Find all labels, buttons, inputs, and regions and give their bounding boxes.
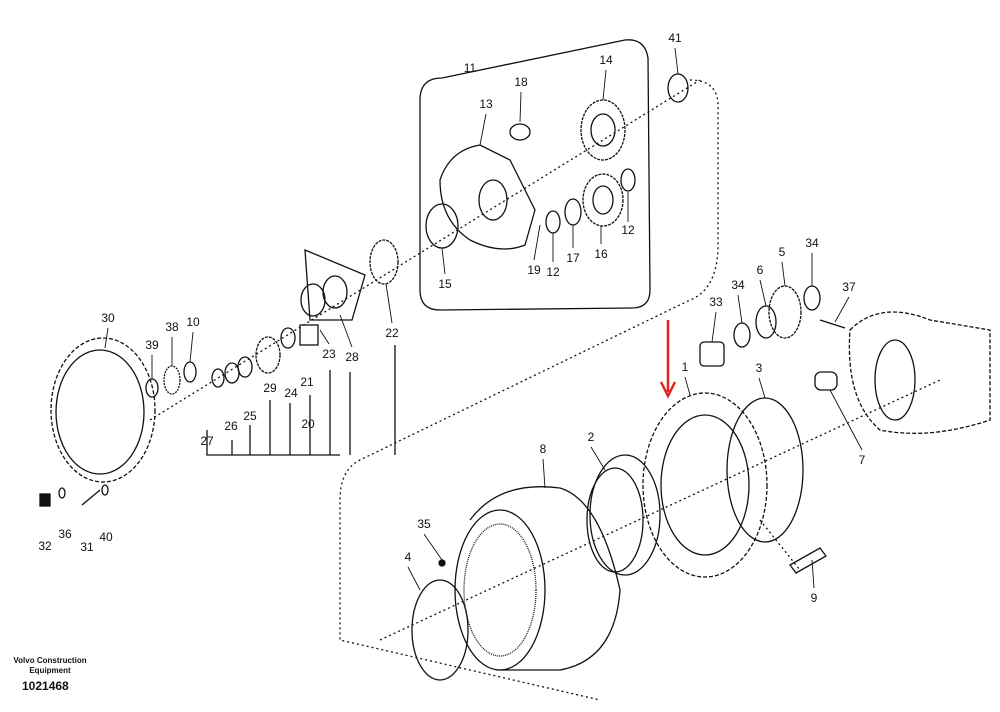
callout-41: 41 [668, 31, 682, 45]
callout-24: 24 [284, 386, 298, 400]
callout-31: 31 [80, 540, 94, 554]
part-18-pin [509, 123, 531, 141]
callout-30: 30 [101, 311, 115, 325]
part-31-bolt [81, 489, 101, 506]
part-32-plug [39, 493, 51, 507]
callout-6: 6 [756, 263, 764, 277]
part-22-gear [369, 239, 399, 285]
callout-22: 22 [385, 326, 399, 340]
leader-lines [104, 47, 863, 591]
callout-26: 26 [224, 419, 238, 433]
part-7-pin [814, 371, 838, 391]
hub-flange [848, 311, 991, 434]
callout-27: 27 [200, 434, 214, 448]
brand-line-1: Volvo Construction [13, 656, 87, 665]
part-34-washer [803, 285, 821, 311]
callout-9: 9 [810, 591, 818, 605]
callout-40: 40 [99, 530, 113, 544]
part-37-pin [819, 319, 846, 329]
part-8-housing [469, 486, 621, 671]
callout-16: 16 [594, 247, 608, 261]
document-number: 1021468 [22, 679, 69, 693]
callout-3: 3 [755, 361, 763, 375]
callout-17: 17 [566, 251, 580, 265]
callout-1: 1 [681, 360, 689, 374]
part-27-ring [211, 368, 225, 388]
part-9-bolt [789, 547, 827, 574]
callout-15: 15 [438, 277, 452, 291]
callout-33: 33 [709, 295, 723, 309]
callout-25: 25 [243, 409, 257, 423]
dotted-assembly-line [759, 519, 801, 571]
part-21-sleeve [299, 324, 319, 346]
callout-4: 4 [404, 550, 412, 564]
part-36-ring [58, 487, 66, 499]
callout-8: 8 [539, 442, 547, 456]
callout-7: 7 [858, 453, 866, 467]
callout-37: 37 [842, 280, 856, 294]
callout-10: 10 [186, 315, 200, 329]
part-1-flange [642, 392, 768, 578]
dotted-assembly-line [149, 79, 701, 421]
part-40-washer [101, 484, 109, 496]
callout-23: 23 [322, 347, 336, 361]
callout-20: 20 [301, 417, 315, 431]
callout-19: 19 [527, 263, 541, 277]
part-ring [300, 283, 326, 317]
part-2-bearing [589, 454, 661, 576]
part-17-bearing [564, 198, 582, 226]
callout-34b: 34 [731, 278, 745, 292]
part-10-washer [183, 361, 197, 383]
bracket-20 [206, 345, 396, 456]
callout-12: 12 [621, 223, 635, 237]
part-41-washer [667, 73, 689, 103]
callout-5: 5 [778, 245, 786, 259]
callout-11: 11 [463, 61, 477, 75]
highlight-arrowhead [659, 381, 677, 399]
part-25-washer [237, 356, 253, 378]
part-12-washer [620, 168, 636, 192]
part-16-gear [582, 173, 624, 227]
part-5-gear [768, 285, 802, 339]
callout-2: 2 [587, 430, 595, 444]
part-4-ring [411, 579, 469, 681]
part-23-plate [304, 248, 366, 321]
callout-39: 39 [145, 338, 159, 352]
part-13-planet-carrier [439, 144, 536, 250]
callout-14: 14 [599, 53, 613, 67]
callout-28: 28 [345, 350, 359, 364]
part-30-cover [50, 337, 156, 483]
callout-35: 35 [417, 517, 431, 531]
callout-29: 29 [263, 381, 277, 395]
part-35-plug [438, 559, 446, 567]
callout-12b: 12 [546, 265, 560, 279]
callout-32: 32 [38, 539, 52, 553]
dotted-assembly-line [339, 79, 719, 701]
callout-38: 38 [165, 320, 179, 334]
part-24-washer [280, 327, 296, 349]
part-38-gear [163, 365, 181, 395]
part-33-sleeve [699, 341, 725, 367]
part-34-washer [733, 322, 751, 348]
part-26-washer [224, 362, 240, 384]
callout-13: 13 [479, 97, 493, 111]
callout-36: 36 [58, 527, 72, 541]
part-12-washer [545, 210, 561, 234]
brand-line-2: Equipment [29, 666, 71, 675]
callout-21: 21 [300, 375, 314, 389]
part-6-bearing [755, 305, 777, 339]
part-29-gear [255, 336, 281, 374]
part-15-ring [425, 203, 459, 249]
callout-34: 34 [805, 236, 819, 250]
callout-18: 18 [514, 75, 528, 89]
brand-caption: Volvo Construction Equipment [10, 656, 90, 676]
part-3-seal [726, 397, 804, 543]
group-frame [419, 39, 651, 311]
